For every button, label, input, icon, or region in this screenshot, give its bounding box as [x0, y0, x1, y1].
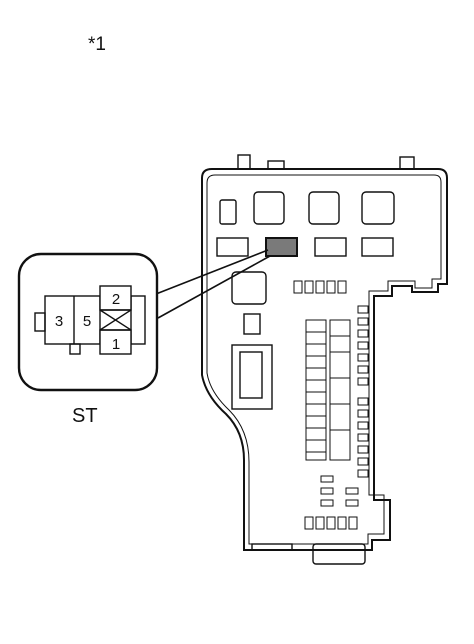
- relay-name-label: ST: [72, 405, 98, 427]
- relay-block-outline: [201, 168, 448, 551]
- slot-row2-3: [314, 237, 347, 257]
- top-tab-mid: [267, 160, 285, 170]
- cavity-large-2: [308, 191, 340, 225]
- cavity-tall-inner: [239, 351, 263, 399]
- st-relay-location: [265, 237, 298, 257]
- mini-fuse-row-upper: [293, 280, 347, 294]
- relay-block-inner-outline: [206, 174, 442, 545]
- cavity-large-1: [253, 191, 285, 225]
- relay-callout: 3 5 2 1: [17, 252, 159, 392]
- relay-bottom-tab: [69, 343, 81, 355]
- fuse-column-left: [305, 319, 327, 461]
- slot-row2-1: [216, 237, 249, 257]
- terminal-1-box: [99, 329, 132, 355]
- fuse-column-mid: [329, 319, 351, 461]
- bottom-foot-left: [251, 543, 293, 551]
- terminal-label-3: 3: [55, 313, 63, 330]
- cavity-small-top: [219, 199, 237, 225]
- terminal-labels: 3 5 2 1: [55, 291, 120, 353]
- top-tab-left: [237, 154, 251, 170]
- slot-row2-4: [361, 237, 394, 257]
- top-tab-right: [399, 156, 415, 170]
- callout-leader: [155, 249, 271, 319]
- bottom-connector: [312, 543, 366, 565]
- relay-left-tab: [34, 312, 46, 332]
- terminal-label-1: 1: [112, 336, 120, 353]
- cavity-square: [231, 271, 267, 305]
- cavity-tall-outer: [231, 344, 273, 410]
- callout-number-label: *1: [88, 34, 106, 55]
- terminal-label-2: 2: [112, 291, 120, 308]
- coil-cross-b: [99, 309, 132, 331]
- cavity-large-3: [361, 191, 395, 225]
- mini-fuse-row-bottom: [304, 516, 358, 530]
- mini-fuse-lower: [320, 475, 359, 507]
- relay-terminal-view: [34, 285, 146, 355]
- relay-block: [201, 154, 448, 565]
- cavity-small-mid: [243, 313, 261, 335]
- fuse-column-right: [357, 305, 369, 478]
- terminal-label-5: 5: [83, 313, 91, 330]
